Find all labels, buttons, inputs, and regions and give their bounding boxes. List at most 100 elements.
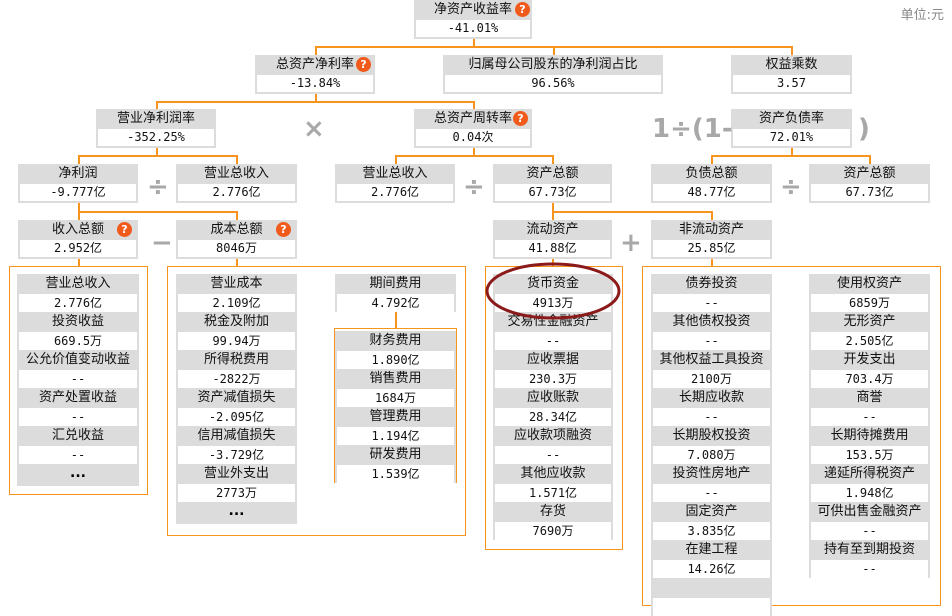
node-roa[interactable]: 总资产净利率?-13.84% [255, 55, 375, 94]
list-item-label[interactable]: 应收款项融资 [513, 428, 592, 443]
connector-line [552, 155, 554, 164]
node-label-text: 收入总额 [51, 222, 104, 237]
node-label: 净资产收益率? [416, 0, 530, 20]
list-item-label[interactable]: 投资性房地产 [672, 466, 751, 481]
node-net-margin[interactable]: 营业净利润率-352.25% [96, 109, 216, 148]
cost-group-box [167, 266, 466, 536]
node-label: 归属母公司股东的净利润占比 [445, 55, 661, 75]
node-label-text: 负债总额 [685, 166, 738, 181]
node-total-cost[interactable]: 成本总额?8046万 [176, 220, 297, 259]
list-item-label[interactable]: 使用权资产 [836, 276, 902, 291]
help-icon[interactable]: ? [276, 222, 291, 237]
list-item-label[interactable]: 其他权益工具投资 [659, 352, 764, 367]
node-roe[interactable]: 净资产收益率?-41.01% [414, 0, 532, 39]
node-assets-b[interactable]: 资产总额 67.73亿 [809, 164, 930, 203]
list-item-label[interactable]: 期间费用 [369, 276, 422, 291]
node-label-text: 资产总额 [843, 166, 896, 181]
list-item-label[interactable]: 信用减值损失 [197, 428, 276, 443]
list-item-label[interactable]: 存货 [539, 504, 566, 519]
node-label-text: 总资产周转率 [433, 111, 512, 126]
list-item-label[interactable]: 可供出售金融资产 [817, 504, 922, 519]
list-item-label[interactable]: 营业总收入 [45, 276, 111, 291]
list-item-label[interactable]: 长期股权投资 [672, 428, 751, 443]
list-item-label[interactable]: 商誉 [856, 390, 883, 405]
node-total-income[interactable]: 收入总额?2.952亿 [18, 220, 138, 259]
list-item-label[interactable]: 长期待摊费用 [830, 428, 909, 443]
list-item-label[interactable]: 固定资产 [685, 504, 738, 519]
list-item-value: 3.835亿 [653, 522, 770, 540]
node-value: 67.73亿 [811, 184, 928, 201]
list-item-label[interactable]: 投资收益 [51, 314, 104, 329]
list-item-label[interactable]: 货币资金 [526, 276, 579, 291]
connector-line [78, 211, 80, 220]
operator-one-minus: 1÷(1- [652, 114, 733, 144]
node-value: 3.57 [733, 75, 850, 92]
connector-line [791, 147, 793, 156]
list-item-label[interactable]: 无形资产 [843, 314, 896, 329]
list-item-value: -- [811, 522, 928, 540]
list-item-label[interactable]: 营业外支出 [203, 466, 269, 481]
node-label-text: 营业总收入 [362, 166, 428, 181]
help-icon[interactable]: ? [515, 2, 530, 17]
list-item-label[interactable]: 债券投资 [685, 276, 738, 291]
connector-line [711, 258, 713, 266]
list-item-label[interactable]: 所得税费用 [203, 352, 269, 367]
help-icon[interactable]: ? [513, 111, 528, 126]
connector-line [552, 211, 711, 213]
income-group-box [9, 266, 148, 495]
connector-line [711, 155, 713, 164]
list-item-label[interactable]: 开发支出 [843, 352, 896, 367]
connector-line [315, 46, 317, 55]
help-icon[interactable]: ? [117, 222, 132, 237]
node-label: 成本总额? [178, 220, 295, 240]
list-item-label[interactable]: 研发费用 [369, 447, 422, 462]
list-item-label[interactable]: 资产处置收益 [38, 390, 117, 405]
list-item-label[interactable]: 营业成本 [210, 276, 263, 291]
list-item-value: 669.5万 [19, 332, 137, 350]
node-net-profit[interactable]: 净利润-9.777亿 [18, 164, 138, 203]
list-item-label[interactable]: 财务费用 [369, 333, 422, 348]
list-item-label[interactable] [653, 578, 770, 598]
connector-line [553, 46, 555, 55]
list-item-value: 2100万 [653, 370, 770, 388]
node-value: -352.25% [98, 129, 214, 146]
list-item-label[interactable]: 资产减值损失 [197, 390, 276, 405]
list-item-label[interactable]: 持有至到期投资 [823, 542, 915, 557]
list-item-label[interactable]: 汇兑收益 [51, 428, 104, 443]
list-item-label[interactable]: 应收账款 [526, 390, 579, 405]
connector-line [552, 211, 554, 220]
list-item-label[interactable]: 在建工程 [685, 542, 738, 557]
list-item-label[interactable]: 交易性金融资产 [507, 314, 599, 329]
more-items-button[interactable]: ... [70, 465, 86, 481]
list-item-value: -- [653, 294, 770, 312]
list-item-label[interactable]: 递延所得税资产 [823, 466, 915, 481]
list-item-label[interactable]: 税金及附加 [203, 314, 269, 329]
list-item-label[interactable]: 其他应收款 [520, 466, 586, 481]
list-item-label[interactable]: 管理费用 [369, 409, 422, 424]
node-label: 负债总额 [653, 164, 770, 184]
list-item-label[interactable]: 应收票据 [526, 352, 579, 367]
list-item-label[interactable]: 其他债权投资 [672, 314, 751, 329]
more-items-button[interactable]: ... [228, 503, 245, 519]
node-turnover[interactable]: 总资产周转率?0.04次 [414, 109, 532, 148]
node-value: 41.88亿 [495, 240, 610, 257]
node-label: 收入总额? [20, 220, 136, 240]
help-icon[interactable]: ? [356, 57, 371, 72]
list-item-value: 6859万 [811, 294, 928, 312]
connector-line [473, 147, 475, 156]
list-item-label[interactable]: 公允价值变动收益 [25, 352, 130, 367]
list-item-label[interactable]: 长期应收款 [678, 390, 744, 405]
list-item-label[interactable]: 销售费用 [369, 371, 422, 386]
list-item-value: 7690万 [495, 522, 611, 540]
